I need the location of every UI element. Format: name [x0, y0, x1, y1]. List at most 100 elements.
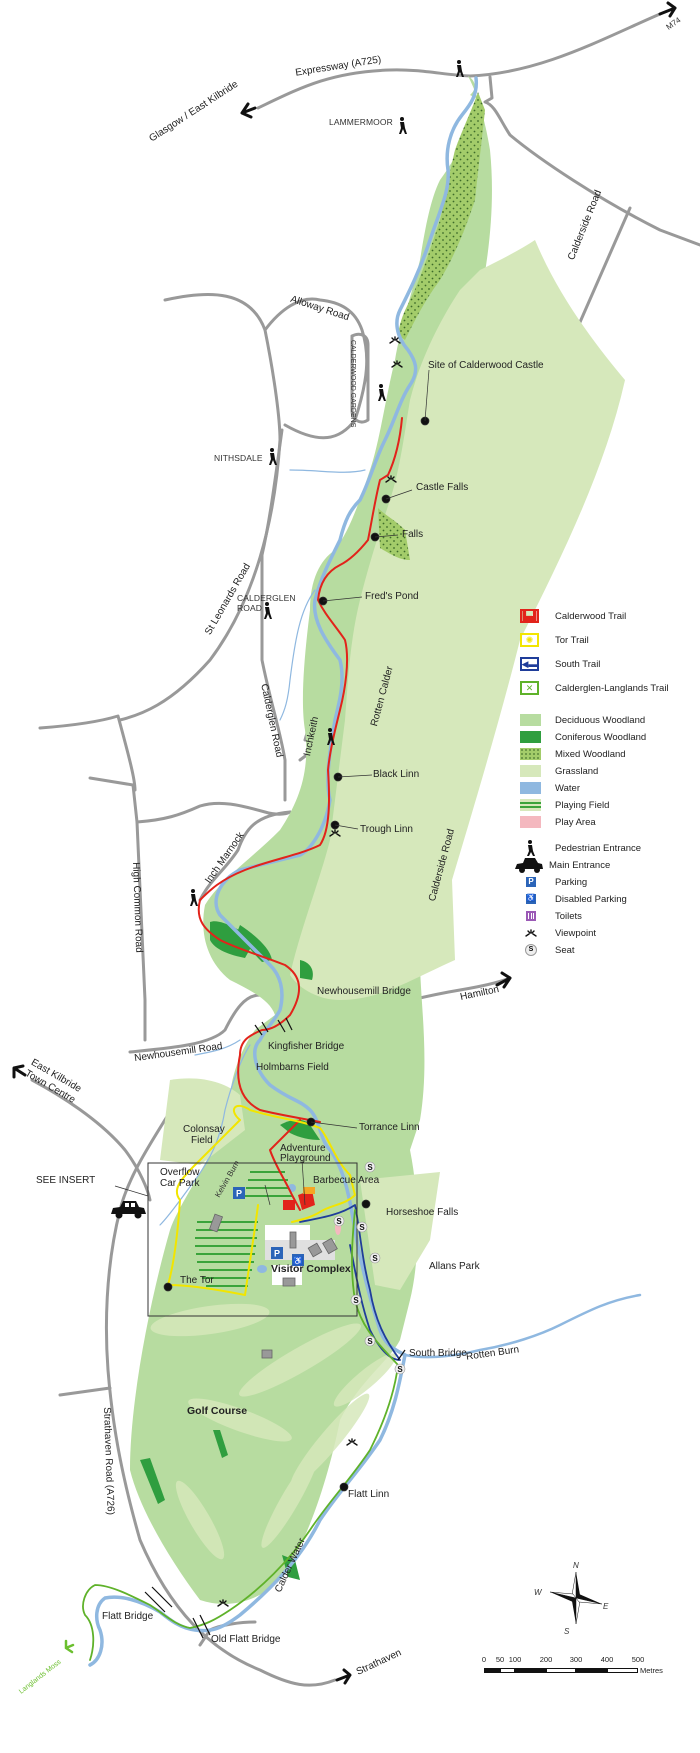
compass-e-label: E — [603, 1602, 609, 1611]
sun-icon: ✺ — [520, 633, 539, 647]
compass-s-label: S — [564, 1627, 570, 1636]
compass-w-label: W — [534, 1588, 542, 1597]
road-golf-west — [58, 1386, 112, 1397]
water-swatch — [520, 782, 541, 794]
playing-field-swatch — [520, 799, 541, 811]
mixed-swatch — [520, 748, 541, 760]
grassland-east — [290, 240, 625, 1000]
pedestrian-icon — [264, 602, 272, 619]
parking-icon: P — [233, 1187, 245, 1199]
dragonfly-icon: ✕ — [520, 681, 539, 695]
rotten-burn-river — [403, 1293, 642, 1359]
viewpoint-icon — [329, 829, 341, 837]
barbecue-play-area — [298, 1190, 315, 1210]
pedestrian-icon — [399, 117, 407, 134]
scale-tick: 300 — [569, 1655, 583, 1664]
main-entrance-car-icon — [111, 1201, 146, 1219]
mixed-woodland-south — [378, 508, 410, 560]
colonsay-field-label-2: Field — [191, 1135, 213, 1146]
east-road — [483, 75, 700, 247]
car-icon — [515, 858, 543, 873]
overflow-car-park-label-1: Overflow — [160, 1167, 200, 1178]
legend-pedestrian-entrance: Pedestrian Entrance — [520, 840, 641, 856]
site-of-calderwood-castle-label: Site of Calderwood Castle — [428, 360, 544, 371]
old-flatt-bridge-label: Old Flatt Bridge — [211, 1634, 281, 1645]
pond-2 — [257, 1265, 267, 1273]
buildings — [208, 1213, 338, 1359]
flatt-bridge-icon — [144, 1586, 173, 1613]
visitor-complex-label: Visitor Complex — [271, 1263, 351, 1275]
play-area-swatch — [520, 816, 541, 828]
svg-text:♿: ♿ — [293, 1256, 303, 1266]
calderglen-langlands-trail-path — [82, 1209, 399, 1661]
kingfisher-bridge-icon — [254, 1021, 269, 1036]
insert-box — [147, 1162, 358, 1317]
calder-water-river — [88, 1353, 407, 1667]
newhousemill-bridge-label: Newhousemill Bridge — [317, 986, 411, 997]
scale-tick: 100 — [508, 1655, 522, 1664]
legend-mixed: Mixed Woodland — [520, 746, 626, 762]
legend-play-area: Play Area — [520, 814, 596, 830]
arrow-m74-icon — [658, 1, 677, 18]
the-tor-label: The Tor — [180, 1275, 214, 1286]
grassland-swatch — [520, 765, 541, 777]
viewpoint-icon — [391, 360, 403, 368]
seat-icon: S — [350, 1294, 362, 1306]
legend-main-entrance: Main Entrance — [515, 857, 610, 873]
castle-falls-label: Castle Falls — [416, 482, 469, 493]
legend-deciduous: Deciduous Woodland — [520, 712, 645, 728]
freds-pond-label: Fred's Pond — [365, 591, 419, 602]
compass-rose-icon — [549, 1571, 603, 1625]
scale-tick: 500 — [631, 1655, 645, 1664]
south-bridge-icon — [397, 1349, 406, 1361]
road-mid — [135, 801, 292, 824]
legend-calderwood-trail: ▙▟ Calderwood Trail — [520, 608, 626, 624]
pedestrian-entrances — [190, 60, 464, 906]
arrow-langlands-moss-icon — [64, 1639, 75, 1654]
adventure-playground-area — [283, 1200, 295, 1210]
legend-coniferous: Coniferous Woodland — [520, 729, 646, 745]
calderglen-road-entrance-label-1: CALDERGLEN — [237, 593, 296, 603]
high-common-road-label: High Common Road — [130, 861, 145, 953]
adventure-playground-label-2: Playground — [280, 1153, 331, 1164]
holmbarns-field-label: Holmbarns Field — [256, 1062, 329, 1073]
seat-icon: S — [333, 1215, 345, 1227]
deciduous-swatch — [520, 714, 541, 726]
pedestrian-icon — [456, 60, 464, 77]
black-linn-label: Black Linn — [373, 769, 420, 780]
viewpoint-icon — [217, 1599, 229, 1607]
legend-calderglen-langlands-trail: ✕ Calderglen-Langlands Trail — [520, 680, 669, 696]
tor-trail-path — [167, 1104, 356, 1296]
allans-park-label: Allans Park — [429, 1261, 480, 1272]
compass-n-label: N — [573, 1561, 579, 1570]
torrance-linn-label: Torrance Linn — [359, 1122, 420, 1133]
south-bridge-label: South Bridge — [409, 1348, 467, 1359]
seat-icon: S — [364, 1161, 376, 1173]
legend-viewpoint: Viewpoint — [520, 925, 596, 941]
viewpoint-icon — [385, 475, 397, 483]
seat-icon: S — [525, 944, 537, 956]
calderwood-gardens-label: CALDERWOOD GARDENS — [349, 340, 356, 428]
burn-nithsdale — [289, 469, 366, 473]
burn-newhousemill — [194, 1039, 241, 1056]
newhousemill-bridge-icon — [277, 1017, 293, 1033]
svg-text:P: P — [236, 1189, 242, 1199]
golf-fairways — [150, 1303, 397, 1560]
viewpoint-icon — [346, 1438, 358, 1446]
parking-markers: P P ♿ — [233, 1187, 304, 1266]
old-flatt-bridge-icon — [192, 1614, 211, 1639]
pedestrian-icon — [378, 384, 386, 401]
coniferous-golf-1 — [140, 1458, 165, 1504]
direction-arrows — [12, 1, 677, 1685]
falls-label: Falls — [402, 529, 424, 540]
barbecue-area — [303, 1187, 315, 1194]
golf-course-label: Golf Course — [187, 1405, 248, 1417]
coniferous-golf-2 — [213, 1430, 228, 1458]
arrow-glasgow-icon — [240, 102, 257, 119]
seat-icon: S — [394, 1363, 406, 1375]
svg-text:S: S — [397, 1365, 403, 1374]
coniferous-4 — [280, 1119, 320, 1140]
horseshoe-falls-label: Horseshoe Falls — [386, 1207, 459, 1218]
svg-text:S: S — [372, 1254, 378, 1263]
